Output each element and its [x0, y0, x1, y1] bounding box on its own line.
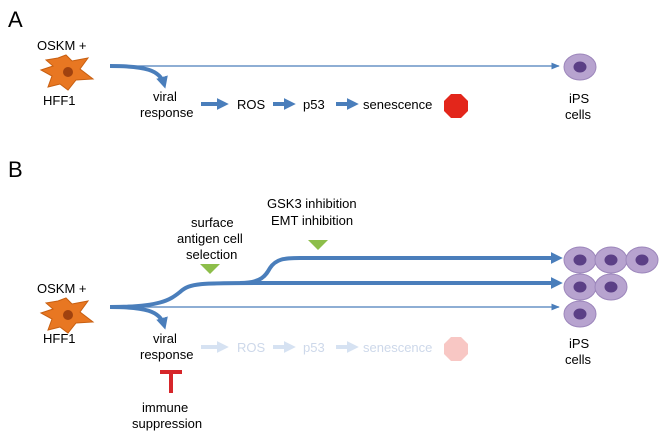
triangle-marker-icon [308, 240, 328, 250]
panel-b-selection-line3: selection [186, 247, 237, 262]
ips-cell-icon [563, 246, 597, 274]
panel-b-viral-arrow [109, 305, 168, 330]
panel-a-viral-response-line2: response [140, 105, 193, 120]
panel-b-cell-line-label: HFF1 [43, 331, 76, 346]
panel-a-cell-line-label: HFF1 [43, 93, 76, 108]
panel-a-treatment-label: OSKM + [37, 38, 87, 53]
panel-a-viral-response-line1: viral [153, 89, 177, 104]
ips-cell-icon [625, 246, 659, 274]
ips-cell-icon [563, 53, 597, 81]
ips-cell-icon [563, 273, 597, 301]
stop-sign-icon [444, 337, 468, 361]
ips-cell-icon [594, 246, 628, 274]
fibroblast-icon [39, 54, 95, 91]
panel-a-senescence-label: senescence [363, 97, 432, 112]
panel-a-ros-label: ROS [237, 97, 266, 112]
panel-b-letter: B [8, 157, 23, 182]
panel-b-viral-response-line1: viral [153, 331, 177, 346]
panel-b-selection-path-arrow [109, 277, 563, 309]
ips-cell-icon [594, 273, 628, 301]
triangle-marker-icon [200, 264, 220, 274]
panel-a-viral-arrow [109, 64, 168, 89]
panel-a-p53-label: p53 [303, 97, 325, 112]
panel-a-outcome-line1: iPS [569, 91, 590, 106]
panel-b-immune-line2: suppression [132, 416, 202, 431]
inhibition-bar-icon [160, 370, 182, 393]
panel-b-senescence-label: senescence [363, 340, 432, 355]
panel-b-selection-line2: antigen cell [177, 231, 243, 246]
panel-a: A OSKM + HFF1 viral response ROS p53 sen… [8, 7, 597, 122]
panel-b-viral-response-line2: response [140, 347, 193, 362]
panel-b-inhibition-line1: GSK3 inhibition [267, 196, 357, 211]
panel-b-treatment-label: OSKM + [37, 281, 87, 296]
panel-b-inhibition-path-arrow [239, 252, 563, 285]
ips-cell-cluster [563, 246, 659, 328]
panel-b: B GSK3 inhibition EMT inhibition surface… [8, 157, 659, 431]
fibroblast-icon [39, 297, 95, 334]
panel-b-p53-label: p53 [303, 340, 325, 355]
ips-cell-icon [563, 300, 597, 328]
panel-a-outcome-line2: cells [565, 107, 592, 122]
panel-b-inhibition-line2: EMT inhibition [271, 213, 353, 228]
panel-b-outcome-line2: cells [565, 352, 592, 367]
panel-b-immune-line1: immune [142, 400, 188, 415]
panel-b-selection-line1: surface [191, 215, 234, 230]
panel-b-ros-label: ROS [237, 340, 266, 355]
panel-b-outcome-line1: iPS [569, 336, 590, 351]
panel-a-letter: A [8, 7, 23, 32]
stop-sign-icon [444, 94, 468, 118]
